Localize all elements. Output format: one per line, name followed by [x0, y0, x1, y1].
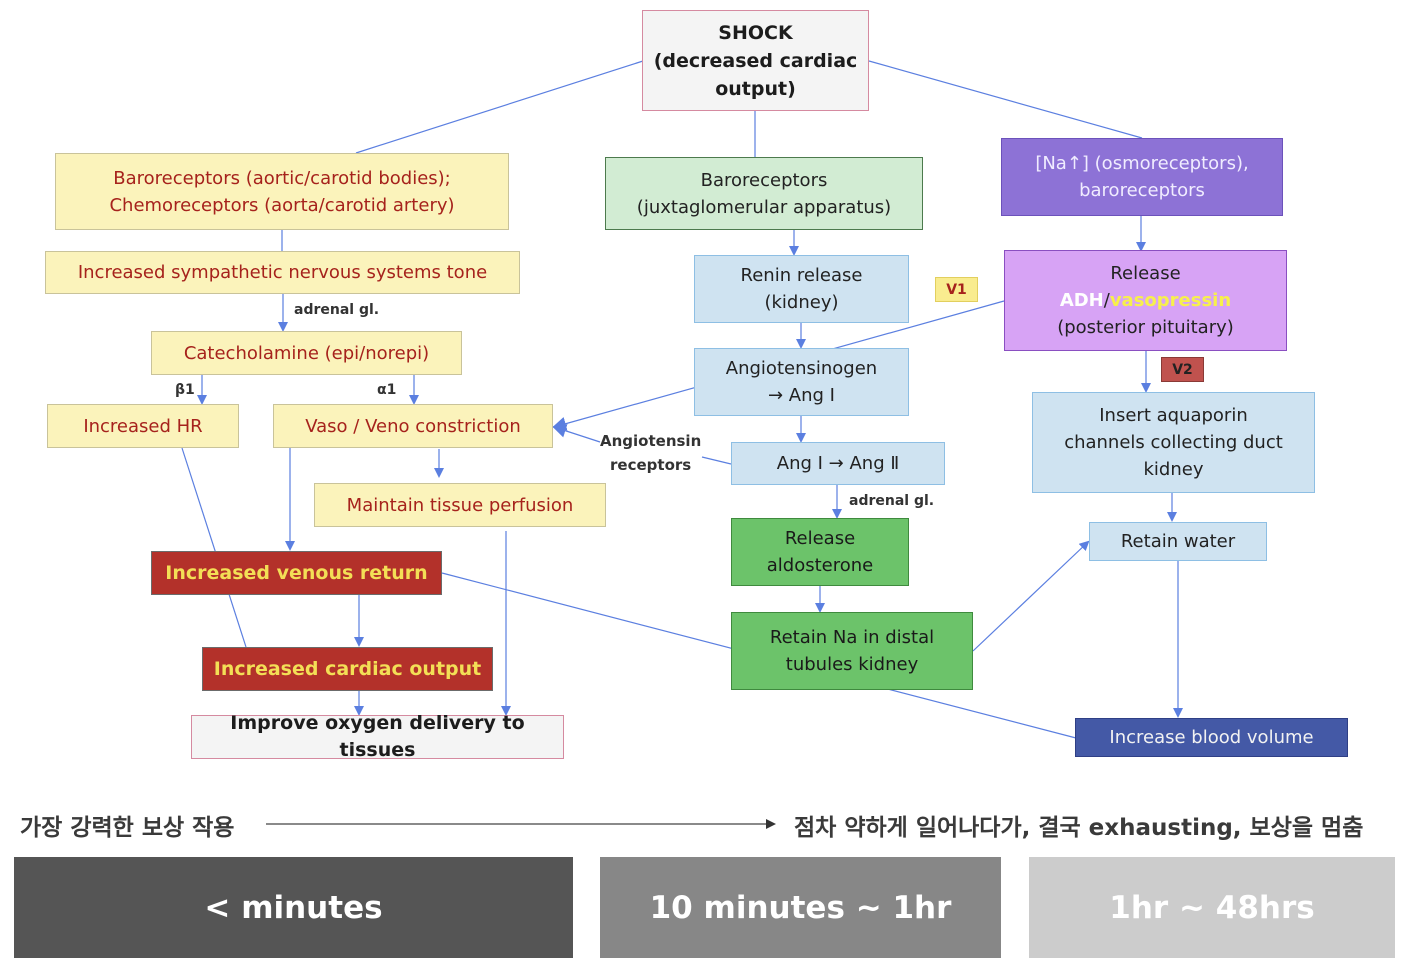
ang-conversion-node: Ang Ⅰ → Ang Ⅱ	[731, 442, 945, 485]
connector-shock-right	[868, 60, 1143, 139]
v2-receptor-tag: V2	[1161, 357, 1204, 382]
receptors-line-2: Chemoreceptors (aorta/carotid artery)	[109, 194, 455, 216]
adh-line-1: Release	[1110, 263, 1181, 284]
venous-return-node: Increased venous return	[151, 551, 442, 595]
retain-na-node: Retain Na in distal tubules kidney	[731, 612, 973, 690]
shock-subtitle-1: (decreased cardiac	[653, 49, 858, 72]
beta1-label: β1	[175, 382, 195, 398]
renin-node: Renin release (kidney)	[694, 255, 909, 323]
timeline-start-text: 가장 강력한 보상 작용	[20, 815, 235, 841]
retain-water-node: Retain water	[1089, 522, 1267, 561]
adh-text: ADH	[1059, 290, 1104, 311]
adrenal-label-left: adrenal gl.	[294, 302, 380, 318]
blood-volume-node: Increase blood volume	[1075, 718, 1348, 757]
aquaporin-line-3: kidney	[1143, 459, 1204, 480]
adh-slash: /	[1103, 290, 1110, 311]
connector-ang-receptors	[701, 456, 732, 465]
osmoreceptors-line-2: baroreceptors	[1079, 180, 1205, 201]
aquaporin-line-1: Insert aquaporin	[1099, 405, 1248, 426]
jga-line-2: (juxtaglomerular apparatus)	[636, 196, 892, 218]
maintain-perfusion-node: Maintain tissue perfusion	[314, 483, 606, 527]
vaso-constriction-node: Vaso / Veno constriction	[273, 404, 553, 448]
angiotensinogen-node: Angiotensinogen → Ang Ⅰ	[694, 348, 909, 416]
shock-subtitle-2: output)	[715, 77, 796, 100]
aldosterone-node: Release aldosterone	[731, 518, 909, 586]
receptors-line-1: Baroreceptors (aortic/carotid bodies);	[113, 167, 451, 189]
shock-title: SHOCK	[718, 21, 793, 44]
increased-hr-node: Increased HR	[47, 404, 239, 448]
sympathetic-node: Increased sympathetic nervous systems to…	[45, 251, 520, 294]
timeline-phase-days: 1hr ~ 48hrs	[1029, 857, 1395, 958]
retain-na-line-2: tubules kidney	[785, 654, 919, 675]
retain-na-line-1: Retain Na in distal	[769, 627, 935, 648]
angiotensinogen-line-2: → Ang Ⅰ	[768, 385, 835, 406]
timeline-phase-minutes: < minutes	[14, 857, 573, 958]
aquaporin-line-2: channels collecting duct	[1064, 432, 1283, 453]
aldosterone-line-1: Release	[784, 528, 856, 549]
v1-receptor-tag: V1	[935, 277, 978, 302]
receptors-label-line-2: receptors	[610, 456, 692, 474]
adrenal-label-middle: adrenal gl.	[849, 493, 935, 509]
adh-release-node: Release ADH/vasopressin (posterior pitui…	[1004, 250, 1287, 351]
shock-node: SHOCK (decreased cardiac output)	[642, 10, 869, 111]
angiotensinogen-line-1: Angiotensinogen	[725, 358, 878, 379]
timeline-end-text: 점차 약하게 일어나다가, 결국 exhausting, 보상을 멈춤	[794, 815, 1364, 841]
renin-line-1: Renin release	[740, 265, 863, 286]
receptors-label-line-1: Angiotensin	[600, 432, 702, 450]
oxygen-delivery-node: Improve oxygen delivery to tissues	[191, 712, 564, 761]
renin-line-2: (kidney)	[764, 292, 839, 313]
connector-receptors-vaso	[552, 424, 601, 443]
jga-line-1: Baroreceptors	[700, 169, 828, 191]
aldosterone-line-2: aldosterone	[766, 555, 874, 576]
receptors-node: Baroreceptors (aortic/carotid bodies); C…	[55, 153, 509, 230]
connector-na-water	[972, 540, 1090, 652]
cardiac-output-node: Increased cardiac output	[202, 647, 493, 691]
timeline-phase-hour: 10 minutes ~ 1hr	[600, 857, 1001, 958]
catecholamine-node: Catecholamine (epi/norepi)	[151, 331, 462, 375]
angiotensin-receptors-label: Angiotensin receptors	[600, 429, 701, 477]
jga-baroreceptors-node: Baroreceptors (juxtaglomerular apparatus…	[605, 157, 923, 230]
adh-line-3: (posterior pituitary)	[1057, 317, 1234, 338]
osmoreceptors-node: [Na↑] (osmoreceptors), baroreceptors	[1001, 138, 1283, 216]
connector-hr-cardiac	[181, 447, 247, 648]
osmoreceptors-line-1: [Na↑] (osmoreceptors),	[1035, 153, 1249, 174]
vasopressin-text: vasopressin	[1109, 290, 1232, 311]
aquaporin-node: Insert aquaporin channels collecting duc…	[1032, 392, 1315, 493]
connector-shock-left	[355, 60, 644, 154]
alpha1-label: α1	[377, 382, 397, 398]
adh-line-2: ADH/vasopressin	[1060, 287, 1231, 314]
